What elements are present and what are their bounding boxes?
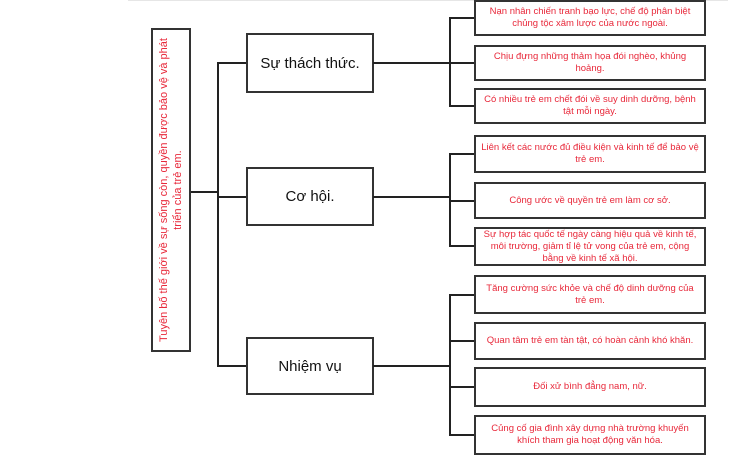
leaf-node: Có nhiều trẻ em chết đói về suy dinh dưỡ… (474, 88, 706, 124)
leaf-text: Chịu đựng những thảm họa đói nghèo, khủn… (493, 51, 687, 74)
leaf-node: Chịu đựng những thảm họa đói nghèo, khủn… (474, 45, 706, 81)
connector (449, 294, 475, 296)
leaf-node: Quan tâm trẻ em tàn tật, có hoàn cảnh kh… (474, 322, 706, 360)
branch-challenges: Sự thách thức. (246, 33, 374, 93)
connector (449, 245, 475, 247)
leaf-node: Tăng cường sức khỏe và chế độ dinh dưỡng… (474, 275, 706, 314)
leaf-text: Công ước về quyền trẻ em làm cơ sở. (509, 194, 671, 206)
connector (449, 340, 475, 342)
leaf-text: Nạn nhân chiến tranh bạo lực, chế độ phâ… (489, 6, 691, 29)
branch-label: Cơ hội. (285, 188, 335, 205)
connector (373, 365, 451, 367)
leaf-text: Củng cố gia đình xây dựng nhà trường khu… (491, 423, 689, 446)
leaf-node: Củng cố gia đình xây dựng nhà trường khu… (474, 415, 706, 455)
connector (449, 200, 475, 202)
connector (191, 191, 219, 193)
divider (128, 0, 728, 1)
connector (449, 105, 475, 107)
leaf-text: Quan tâm trẻ em tàn tật, có hoàn cảnh kh… (486, 335, 694, 346)
leaf-node: Liên kết các nước đủ điều kiện và kinh t… (474, 135, 706, 173)
leaf-text: Sự hợp tác quốc tế ngày càng hiệu quả về… (483, 228, 697, 264)
connector (449, 153, 451, 246)
leaf-node: Đối xử bình đẳng nam, nữ. (474, 367, 706, 407)
connector (217, 62, 247, 64)
branch-tasks: Nhiệm vụ (246, 337, 374, 395)
leaf-node: Nạn nhân chiến tranh bạo lực, chế độ phâ… (474, 0, 706, 36)
branch-label: Sự thách thức. (260, 54, 360, 72)
connector (449, 153, 475, 155)
connector (217, 196, 247, 198)
branch-label: Nhiệm vụ (278, 357, 342, 375)
connector (217, 62, 219, 367)
connector (449, 294, 451, 436)
connector (449, 17, 451, 106)
branch-opportunities: Cơ hội. (246, 167, 374, 226)
connector (373, 62, 451, 64)
leaf-node: Sự hợp tác quốc tế ngày càng hiệu quả về… (474, 227, 706, 266)
connector (449, 62, 475, 64)
leaf-node: Công ước về quyền trẻ em làm cơ sở. (474, 182, 706, 219)
root-node: Tuyên bố thế giới về sự sống còn, quyền … (151, 28, 191, 352)
leaf-text: Liên kết các nước đủ điều kiện và kinh t… (481, 142, 699, 165)
connector (449, 17, 475, 19)
connector (449, 434, 475, 436)
leaf-text: Đối xử bình đẳng nam, nữ. (533, 381, 647, 392)
connector (373, 196, 451, 198)
root-label: Tuyên bố thế giới về sự sống còn, quyền … (158, 38, 184, 342)
connector (449, 386, 475, 388)
leaf-text: Tăng cường sức khỏe và chế độ dinh dưỡng… (486, 282, 694, 306)
connector (217, 365, 247, 367)
leaf-text: Có nhiều trẻ em chết đói về suy dinh dưỡ… (484, 94, 696, 117)
